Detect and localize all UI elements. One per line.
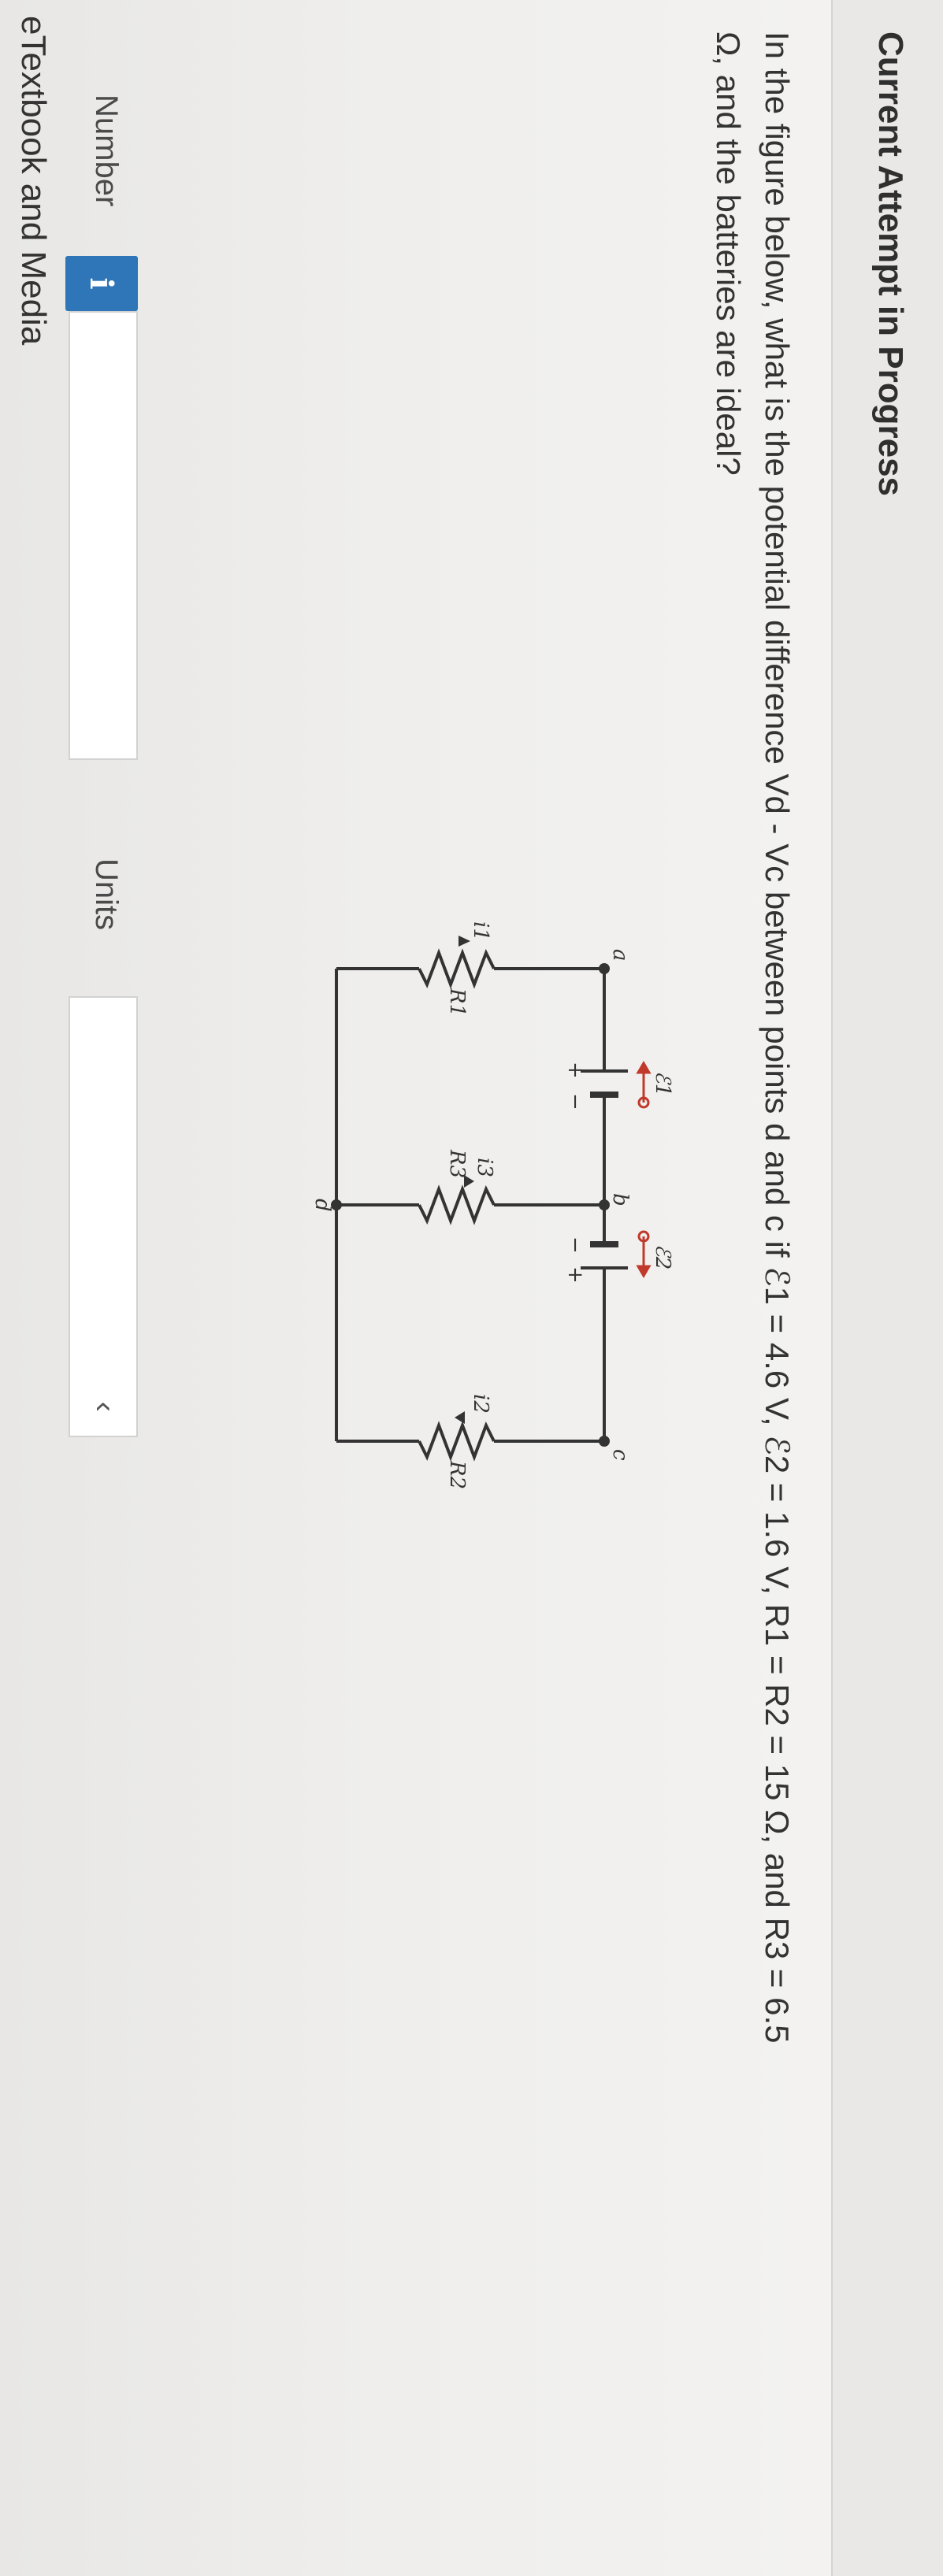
number-label: Number — [89, 95, 124, 207]
node-b-label: b — [608, 1193, 632, 1206]
battery-1 — [581, 1069, 628, 1098]
answer-row: Number i Units ‹ — [29, 0, 155, 2576]
units-select[interactable]: ‹ — [69, 996, 138, 1437]
i2-label: i2 — [469, 1394, 492, 1414]
battery2-minus: − — [563, 1236, 587, 1254]
chevron-down-icon: ‹ — [87, 1401, 122, 1412]
r2-label: R2 — [445, 1460, 469, 1489]
battery-2 — [581, 1241, 628, 1269]
battery1-minus: − — [563, 1093, 587, 1110]
i3-label: i3 — [473, 1158, 496, 1177]
units-label: Units — [89, 858, 124, 931]
etextbook-link[interactable]: eTextbook and Media — [14, 16, 53, 346]
node-d-label: d — [313, 1199, 334, 1212]
node-a-label: a — [608, 949, 632, 962]
circuit-diagram: a b c d ℰ1 ℰ2 R1 R2 R3 i1 i2 i3 + − − + — [313, 921, 674, 1489]
battery1-plus: + — [563, 1062, 587, 1079]
info-icon[interactable]: i — [65, 256, 138, 311]
page-title: Current Attempt in Progress — [871, 32, 910, 497]
header-bar: Current Attempt in Progress — [831, 0, 943, 2576]
node-c-label: c — [608, 1449, 632, 1461]
i1-label: i1 — [469, 921, 492, 941]
question-line-1: In the figure below, what is the potenti… — [759, 32, 796, 2044]
r3-label: R3 — [445, 1149, 469, 1178]
question-line-2: Ω, and the batteries are ideal? — [710, 32, 747, 476]
number-input[interactable] — [69, 311, 138, 760]
battery2-plus: + — [563, 1266, 587, 1284]
question-text: In the figure below, what is the potenti… — [704, 32, 801, 2473]
emf1-label: ℰ1 — [651, 1071, 674, 1096]
emf2-label: ℰ2 — [651, 1244, 674, 1269]
r1-label: R1 — [445, 988, 469, 1017]
